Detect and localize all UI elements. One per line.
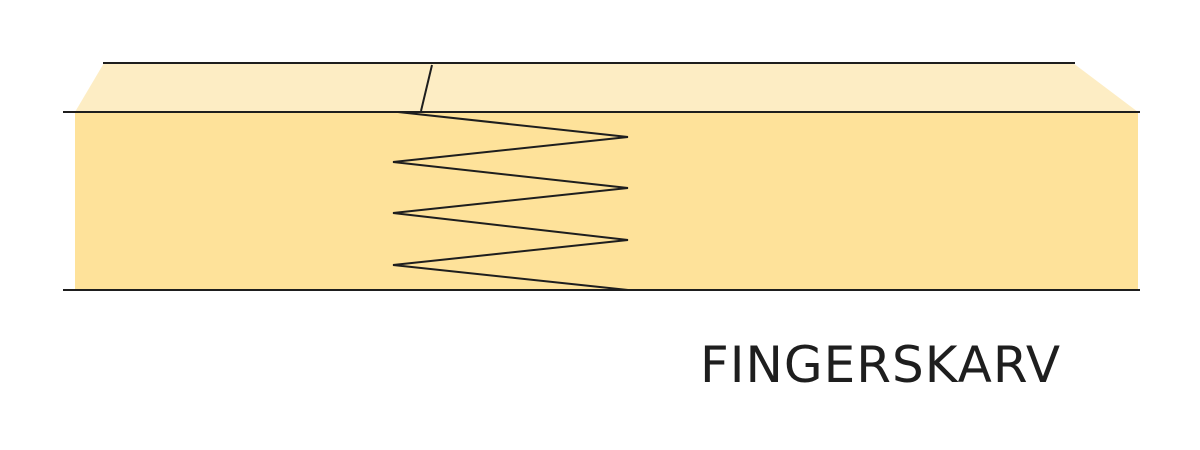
finger-joint-zigzag — [392, 111, 629, 291]
board-top-face — [75, 63, 1138, 112]
board-front-face — [75, 112, 1138, 290]
joint-top-line — [420, 64, 433, 112]
diagram-caption: FINGERSKARV — [700, 336, 1062, 394]
